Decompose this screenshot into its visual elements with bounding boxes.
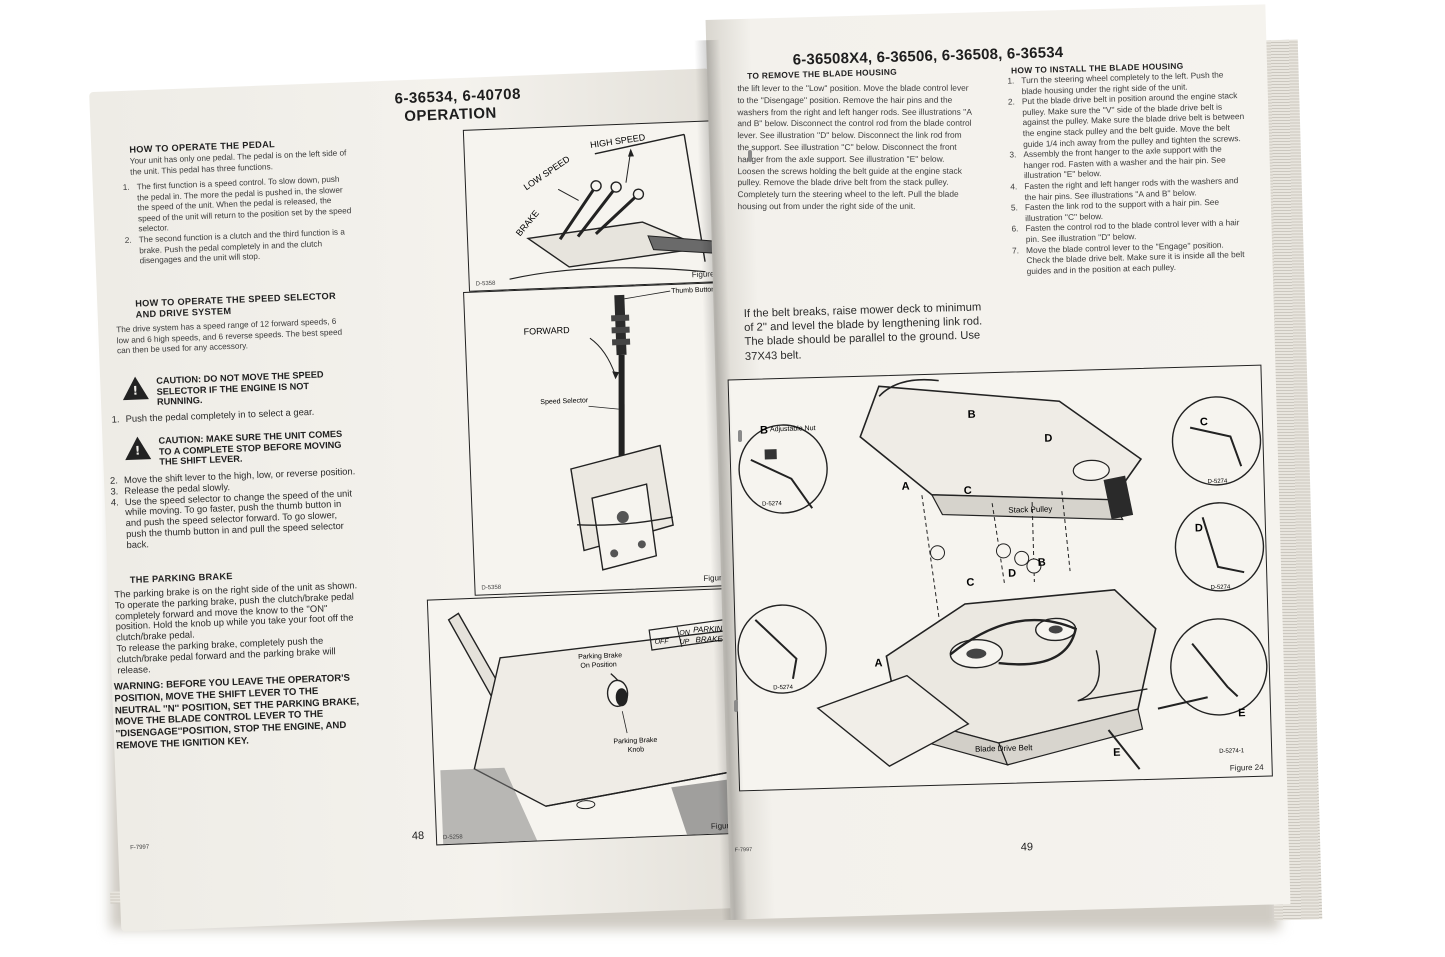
install-item: 7.Move the blade control lever to the ''… (1011, 239, 1245, 276)
parking-brake-p2: To release the parking brake, completely… (116, 634, 336, 676)
install-item: 2.Put the blade drive belt in position a… (1007, 90, 1245, 149)
fig16-code: D-5258 (442, 834, 463, 842)
left-section-heading: OPERATION (403, 104, 498, 126)
figure-15: Thumb Button FORWARD Speed Selector D-53… (463, 281, 741, 596)
label-c-upper: C (964, 485, 972, 497)
forward-label: FORWARD (523, 325, 570, 337)
brake-up-label: UP (680, 639, 690, 646)
caution-2: CAUTION: MAKE SURE THE UNIT COMES TO A C… (158, 428, 343, 467)
adjustable-nut-label: Adjustable Nut (770, 425, 816, 433)
left-form-code: F-7997 (130, 844, 150, 852)
left-page-number: 48 (411, 829, 425, 843)
label-d-upper: D (1044, 432, 1052, 444)
left-page: 6-36534, 6-40708 OPERATION HOW TO OPERAT… (89, 68, 741, 932)
thumb-button-label: Thumb Button (671, 286, 715, 295)
label-c-lower: C (966, 577, 974, 589)
figure-24: Adjustable Nut B Stack Pulley Blade Driv… (727, 364, 1273, 792)
brake-brake-label: BRAKE (695, 634, 723, 644)
label-c-detail: C (1200, 416, 1208, 428)
caution-warning-icon (122, 376, 149, 401)
left-model-heading: 6-36534, 6-40708 (394, 85, 522, 108)
pedal-list: 1.The first function is a speed control.… (123, 174, 354, 267)
right-page: 6-36508X4, 6-36506, 6-36508, 6-36534 TO … (705, 4, 1291, 920)
on-position-label-1: Parking Brake (578, 652, 622, 661)
label-d-detail: D (1195, 522, 1203, 534)
brake-off-label: OFF (655, 638, 670, 646)
brake-parking-label: PARKING (693, 624, 729, 634)
high-speed-label: HIGH SPEED (589, 132, 646, 150)
figure-16: OFF ON UP PARKING BRAKE Parking Brake On… (426, 587, 741, 846)
caution-1: CAUTION: DO NOT MOVE THE SPEED SELECTOR … (156, 369, 324, 408)
detail-b-label: B (760, 424, 768, 436)
code-d5274-3: D-5274 (1211, 585, 1232, 592)
blade-drive-belt-label: Blade Drive Belt (975, 743, 1033, 754)
speed-steps: 2.Move the shift lever to the high, low,… (110, 465, 361, 551)
on-position-label-2: On Position (580, 661, 617, 669)
code-d5274-4: D-5274 (773, 685, 794, 692)
install-list: 1.Turn the steering wheel completely to … (1007, 69, 1249, 277)
knob-label-2: Knob (628, 746, 645, 754)
label-d-lower: D (1008, 568, 1016, 580)
code-d5274-1: D-5274 (762, 501, 783, 508)
speed-step-1: 1.Push the pedal completely in to select… (111, 405, 315, 425)
low-speed-label: LOW SPEED (522, 154, 572, 193)
blade-housing-illustration: Adjustable Nut B Stack Pulley Blade Driv… (737, 378, 1268, 770)
stack-pulley-label: Stack Pulley (1008, 505, 1052, 515)
label-e-detail: E (1238, 707, 1246, 719)
brake-label: BRAKE (514, 208, 541, 238)
code-d5274-2: D-5274 (1208, 479, 1229, 486)
remove-heading: TO REMOVE THE BLADE HOUSING (746, 66, 898, 81)
parking-brake-heading: THE PARKING BRAKE (129, 571, 233, 586)
fig24-caption: Figure 24 (1229, 762, 1264, 773)
binding-staple (738, 430, 742, 442)
right-page-number: 49 (1020, 841, 1034, 854)
parking-brake-warning: WARNING: BEFORE YOU LEAVE THE OPERATOR'S… (113, 672, 360, 752)
parking-brake-illustration: OFF ON UP PARKING BRAKE Parking Brake On… (440, 612, 741, 845)
speed-selector-label: Speed Selector (540, 397, 589, 406)
label-b-lower: B (1038, 557, 1046, 569)
binding-staple (734, 700, 738, 712)
binding-staple (748, 150, 752, 162)
fig15-code: D-5358 (481, 584, 502, 592)
label-a-upper: A (901, 480, 909, 492)
label-a-lower: A (874, 657, 882, 669)
caution-warning-icon (124, 436, 152, 461)
brake-on-label: ON (679, 630, 691, 637)
speed-control-illustration: HIGH SPEED LOW SPEED BRAKE (509, 132, 718, 280)
label-b-upper: B (968, 409, 976, 421)
remove-text: the lift lever to the ''Low'' position. … (737, 82, 972, 212)
pedal-item: 1.The first function is a speed control.… (122, 174, 352, 234)
parking-brake-p1: The parking brake is on the right side o… (114, 579, 358, 643)
label-e-lower: E (1113, 747, 1121, 759)
code-d5274-5: D-5274-1 (1219, 748, 1245, 755)
fig14-code: D-5358 (475, 280, 496, 288)
knob-label-1: Parking Brake (613, 737, 657, 746)
speed-selector-illustration: Thumb Button FORWARD Speed Selector (523, 286, 715, 571)
figure-14: HIGH SPEED LOW SPEED BRAKE D-5358 Figure… (462, 119, 733, 292)
speed-step: 4.Use the speed selector to change the s… (110, 487, 353, 550)
speed-selector-heading: HOW TO OPERATE THE SPEED SELECTOR AND DR… (135, 290, 337, 320)
belt-note: If the belt breaks, raise mower deck to … (743, 301, 983, 363)
speed-selector-text: The drive system has a speed range of 12… (116, 316, 343, 356)
